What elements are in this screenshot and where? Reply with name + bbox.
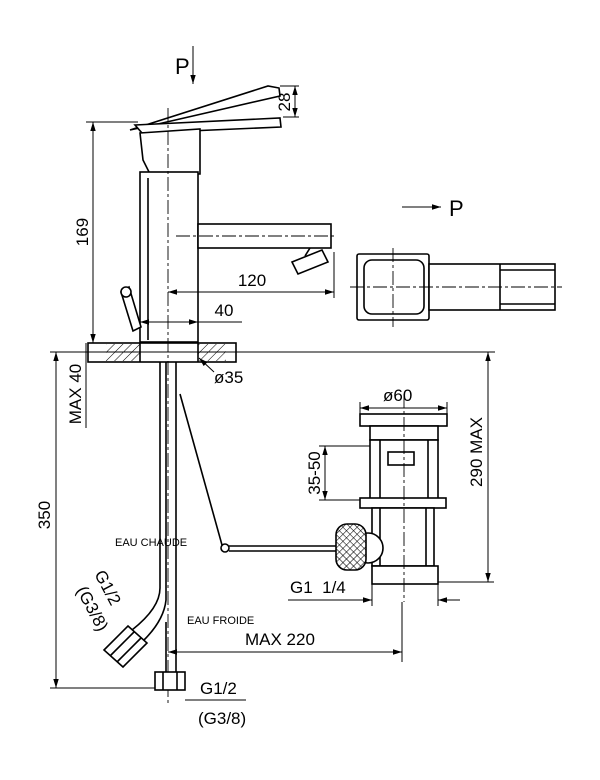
dim-max40-label: MAX 40 bbox=[66, 364, 85, 424]
popup-rod bbox=[179, 393, 338, 553]
top-pressure-indicator: P bbox=[175, 46, 196, 84]
cold-connector bbox=[154, 671, 186, 691]
hot-connector bbox=[102, 624, 149, 669]
dim-hole-diameter: ø35 bbox=[198, 357, 243, 387]
hot-connector-nut-line-a bbox=[109, 631, 135, 657]
dim-deck-thickness: MAX 40 bbox=[66, 343, 87, 428]
popup-rod-joint bbox=[220, 543, 230, 553]
dim-total-height: 350 bbox=[35, 352, 158, 689]
cold-water-label: EAU FROIDE bbox=[187, 615, 254, 627]
hot-thread-labels: G1/2 (G3/8) bbox=[72, 567, 124, 634]
side-view: P bbox=[350, 196, 562, 327]
lift-knob-tip bbox=[120, 286, 132, 298]
thread-cold-label: G1/2 bbox=[200, 679, 237, 698]
dim-body-width: 40 bbox=[140, 301, 242, 325]
hot-water-label: EAU CHAUDE bbox=[115, 537, 187, 549]
pressure-label-side: P bbox=[449, 196, 464, 221]
lever-cap-plate bbox=[133, 117, 282, 134]
dim-d35-label: ø35 bbox=[214, 368, 243, 387]
supply-hoses bbox=[102, 362, 186, 691]
dim-waste-offset: MAX 220 bbox=[168, 602, 403, 662]
waste-flange bbox=[359, 413, 448, 427]
dim-28-label: 28 bbox=[275, 93, 294, 112]
dim-spout-height: 169 bbox=[73, 121, 138, 343]
waste-overflow-slot bbox=[387, 451, 415, 466]
spout-aerator bbox=[290, 248, 330, 276]
dim-35-50-label: 35-50 bbox=[305, 451, 324, 494]
dim-120-label: 120 bbox=[238, 271, 266, 290]
faucet-body bbox=[139, 128, 334, 343]
waste-lock-ring bbox=[359, 497, 447, 509]
dim-169-label: 169 bbox=[73, 218, 92, 246]
lever-handle bbox=[129, 85, 282, 134]
body-cylinder bbox=[139, 171, 199, 343]
hot-hose-outer bbox=[131, 362, 161, 631]
popup-vertical-rod bbox=[179, 393, 223, 546]
thread-waste-label: G1 1/4 bbox=[290, 578, 346, 597]
dim-spout-reach: 120 bbox=[168, 252, 335, 298]
dim-d60-label: ø60 bbox=[383, 386, 412, 405]
cold-thread-labels: G1/2 (G3/8) bbox=[185, 679, 246, 728]
dim-290-label: 290 MAX bbox=[467, 417, 486, 487]
hot-hose-inner bbox=[143, 362, 167, 641]
thread-cold-alt-label: (G3/8) bbox=[198, 709, 246, 728]
waste-assembly: ø60 35-50 290 MAX G1 1/4 bbox=[288, 352, 494, 606]
waste-tail-tube bbox=[371, 507, 435, 567]
dim-lever-height: 28 bbox=[275, 85, 299, 118]
pressure-label-top: P bbox=[175, 54, 190, 79]
aerator-neck bbox=[304, 247, 311, 257]
popup-lift-knob bbox=[120, 285, 142, 333]
hot-connector-nut-line-b bbox=[116, 637, 142, 663]
pivot-knurled-knob bbox=[335, 523, 367, 571]
waste-bottom-nut bbox=[371, 565, 439, 585]
dim-40-label: 40 bbox=[215, 301, 234, 320]
dim-d35-leader bbox=[198, 357, 215, 373]
body-head bbox=[139, 128, 201, 175]
dim-max220-label: MAX 220 bbox=[245, 630, 315, 649]
dim-350-label: 350 bbox=[35, 501, 54, 529]
